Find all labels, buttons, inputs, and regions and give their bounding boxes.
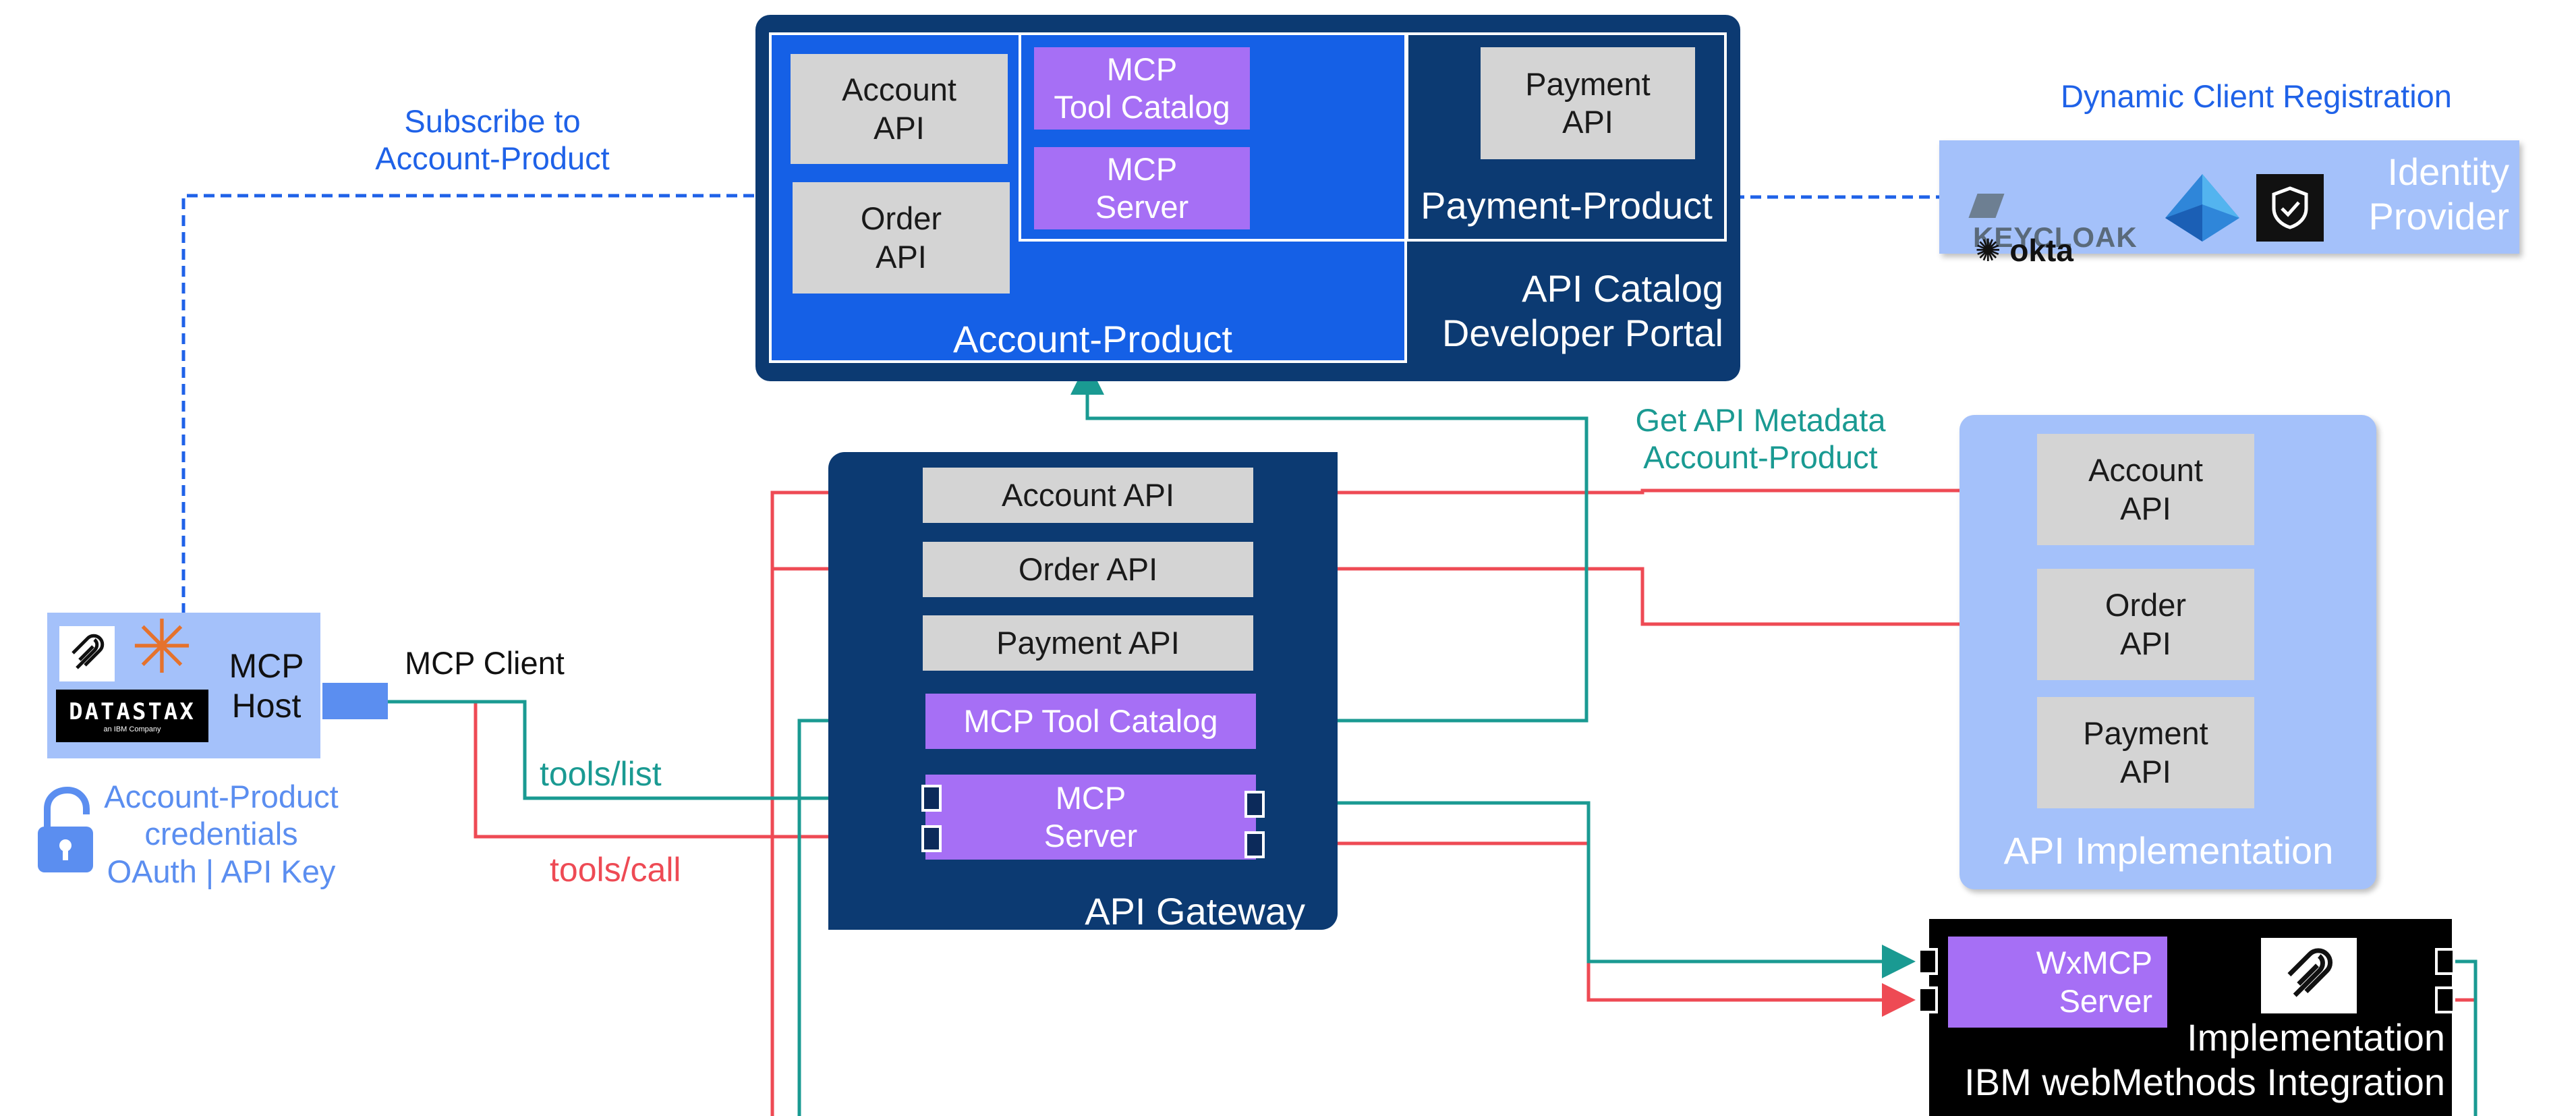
datastax-wordmark: DATASTAX <box>69 698 196 725</box>
mcp-client-port <box>322 683 388 719</box>
payment-product-panel <box>1406 32 1727 242</box>
identity-provider-box <box>1939 140 2519 254</box>
gateway-order-api: Order API <box>923 542 1253 597</box>
gateway-mcp-server-port-in-2 <box>921 825 942 852</box>
wxmcp-port-out-2 <box>2435 986 2455 1013</box>
shield-check-icon <box>2256 174 2324 242</box>
get-metadata-connector <box>1070 361 1588 723</box>
datastax-tagline: an IBM Company <box>103 725 161 733</box>
gateway-account-api: Account API <box>923 468 1253 523</box>
portal-payment-api: Payment API <box>1481 47 1695 159</box>
identity-provider-label: Identity Provider <box>2368 150 2509 238</box>
gateway-mcp-server-port-out-2 <box>1244 831 1265 858</box>
developer-portal-title: API Catalog Developer Portal <box>1441 267 1723 355</box>
get-metadata-label: Get API Metadata Account-Product <box>1635 402 1886 476</box>
wxmcp-return-red <box>2455 998 2478 1116</box>
impl-account-api: Account API <box>2037 434 2254 545</box>
okta-sunburst-icon: ✺ <box>1975 233 2001 269</box>
dcr-heading: Dynamic Client Registration <box>2061 78 2452 114</box>
subscribe-connector <box>181 194 769 614</box>
wxmcp-port-out-1 <box>2435 948 2455 975</box>
impl-order-api: Order API <box>2037 569 2254 680</box>
anthropic-burst-icon: ✳ <box>130 606 194 689</box>
gateway-mcp-server: MCP Server <box>925 775 1256 860</box>
payment-product-label: Payment-Product <box>1421 184 1713 227</box>
subscribe-label: Subscribe to Account-Product <box>375 103 610 177</box>
webmethods-label: Implementation IBM webMethods Integratio… <box>1964 1016 2445 1104</box>
impl-payment-api: Payment API <box>2037 697 2254 808</box>
webmethods-logo <box>2261 938 2357 1013</box>
mcp-server-to-wxmcp-teal <box>1261 801 1916 978</box>
tools-call-label: tools/call <box>550 851 681 889</box>
account-product-label: Account-Product <box>953 318 1232 360</box>
portal-mcp-server: MCP Server <box>1034 147 1250 229</box>
claude-code-icon <box>59 626 115 681</box>
portal-mcp-tool-catalog: MCP Tool Catalog <box>1034 47 1250 130</box>
datastax-logo: DATASTAX an IBM Company <box>56 690 208 742</box>
entra-id-icon <box>2165 174 2239 242</box>
unlock-icon <box>38 786 93 872</box>
credentials-label: Account-Product credentials OAuth | API … <box>104 779 339 889</box>
keycloak-logo: KEYCLOAK <box>1968 154 2162 254</box>
order-api-impl-connector <box>1251 567 2037 641</box>
gateway-mcp-server-port-out-1 <box>1244 791 1265 818</box>
mcp-server-to-wxmcp-red <box>1261 841 1916 1017</box>
account-api-impl-connector <box>1251 474 2037 507</box>
api-gateway-title: API Gateway <box>1085 890 1305 932</box>
tools-list-connector <box>388 700 924 815</box>
okta-logo: ✺ okta <box>1975 233 2073 269</box>
api-implementation-title: API Implementation <box>2003 829 2334 872</box>
wxmcp-server: WxMCP Server <box>1948 937 2167 1028</box>
gateway-payment-api: Payment API <box>923 615 1253 671</box>
tools-list-label: tools/list <box>540 755 662 793</box>
gateway-mcp-server-port-in-1 <box>921 785 942 812</box>
portal-order-api: Order API <box>793 182 1010 294</box>
mcp-host-label: MCP Host <box>229 647 304 725</box>
wxmcp-port-in-2 <box>1918 986 1938 1013</box>
mcp-client-label: MCP Client <box>405 645 565 681</box>
portal-account-api: Account API <box>791 54 1008 164</box>
wxmcp-port-in-1 <box>1918 948 1938 975</box>
gateway-mcp-tool-catalog: MCP Tool Catalog <box>925 694 1256 749</box>
